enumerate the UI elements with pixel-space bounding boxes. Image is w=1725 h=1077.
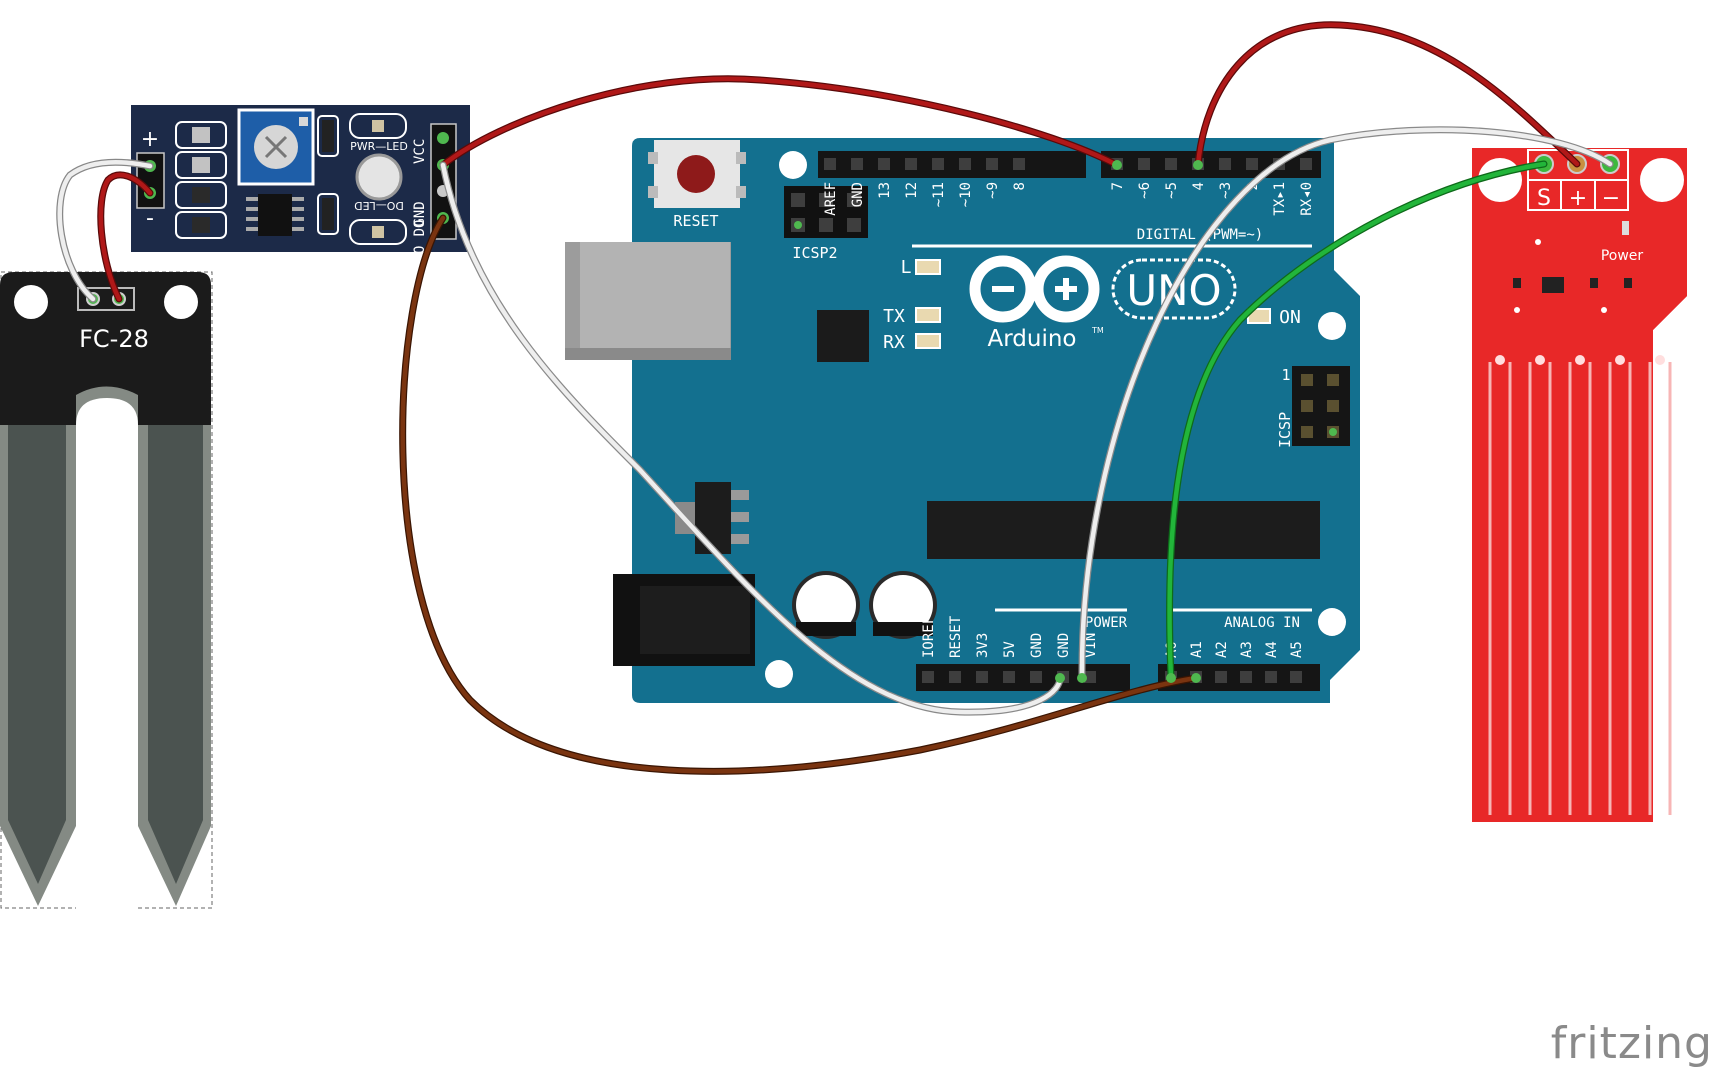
power-pin-hole	[976, 671, 988, 683]
digital-pin-label: ~6	[1137, 182, 1153, 199]
digital-pin-hole	[824, 158, 836, 170]
digital-pin-label: ~5	[1164, 182, 1180, 199]
led-tx-label: TX	[883, 306, 905, 327]
digital-pin-label: ~3	[1218, 182, 1234, 199]
soil-probe-label: FC-28	[79, 325, 149, 353]
power-pin-hole	[1030, 671, 1042, 683]
digital-section-label: DIGITAL (PWM=~)	[1137, 227, 1263, 243]
reset-label: RESET	[673, 212, 718, 230]
power-pin-label: RESET	[948, 615, 964, 658]
water-trace-pad	[1655, 355, 1665, 365]
power-pin-hole	[949, 671, 961, 683]
water-trace-pad	[1575, 355, 1585, 365]
water-pin-s-label: S	[1537, 186, 1551, 211]
digital-pin-hole	[878, 158, 890, 170]
wires	[56, 21, 1614, 775]
pin-do-label: DO	[412, 220, 428, 237]
digital-pin-hole	[959, 158, 971, 170]
digital-pin-label: ~10	[958, 182, 974, 207]
digital-pin-label: 7	[1110, 182, 1126, 190]
module-minus-label: -	[146, 206, 154, 231]
capacitor-2	[869, 571, 937, 639]
power-pin-label: GND	[1056, 633, 1072, 658]
digital-pin-hole	[932, 158, 944, 170]
digital-pin-label: 13	[877, 182, 893, 199]
icsp2-label: ICSP2	[792, 244, 837, 262]
water-level-sensor: S + − Power	[1472, 148, 1687, 822]
analog-pin-label: A5	[1289, 641, 1305, 658]
digital-pin-hole	[1013, 158, 1025, 170]
digital-pin-hole	[905, 158, 917, 170]
arduino-brand-label: Arduino	[987, 326, 1076, 352]
analog-pin-hole	[1290, 671, 1302, 683]
analog-pin-label: A4	[1264, 641, 1280, 658]
analog-section-label: ANALOG IN	[1224, 615, 1300, 631]
arduino-logo: UNO Arduino TM	[969, 255, 1237, 352]
power-section-label: POWER	[1085, 615, 1128, 631]
led-rx-label: RX	[883, 332, 905, 353]
water-pin-plus-label: +	[1569, 186, 1587, 211]
power-pin-hole	[1003, 671, 1015, 683]
analog-pin-label: A1	[1189, 641, 1205, 658]
digital-pin-hole	[1165, 158, 1177, 170]
do-led-label: DO—LED	[354, 199, 404, 212]
digital-pin-hole	[1219, 158, 1231, 170]
water-power-label: Power	[1601, 248, 1644, 264]
water-sensor-traces	[1488, 355, 1672, 815]
soil-probe: FC-28	[0, 271, 213, 930]
digital-pin-hole	[851, 158, 863, 170]
digital-pin-hole	[1138, 158, 1150, 170]
led-l-label: L	[901, 257, 912, 278]
digital-pin-label: ~11	[931, 182, 947, 207]
arduino-tm-label: TM	[1091, 326, 1104, 335]
water-trace-pad	[1535, 355, 1545, 365]
analog-pin-label: A3	[1239, 641, 1255, 658]
analog-pin-hole	[1265, 671, 1277, 683]
digital-pin-label: 8	[1012, 182, 1028, 190]
capacitor-1	[792, 571, 860, 639]
module-plus-label: +	[141, 127, 159, 152]
power-pin-hole	[922, 671, 934, 683]
pwr-led-label: PWR—LED	[350, 140, 408, 153]
power-pin-label: 5V	[1002, 641, 1018, 658]
digital-pin-label: 12	[904, 182, 920, 199]
power-pin-label: IOREF	[921, 616, 937, 658]
power-pin-label: 3V3	[975, 633, 991, 658]
digital-pin-label: RX◂0	[1299, 182, 1315, 216]
icsp-pin1-label: 1	[1281, 366, 1290, 384]
water-pin-minus-label: −	[1602, 186, 1620, 211]
digital-pin-label: 4	[1191, 182, 1207, 190]
analog-pin-hole	[1215, 671, 1227, 683]
digital-pin-label: ~9	[985, 182, 1001, 199]
digital-pin-label: TX▸1	[1272, 182, 1288, 216]
led-on-label: ON	[1279, 307, 1301, 328]
analog-pin-hole	[1240, 671, 1252, 683]
arduino-uno: RESET ICSP2 AREF GND 13 12 ~11 ~10 ~9 8 7 ~6 ~5 4 ~3…	[565, 138, 1360, 703]
power-pin-hole	[1084, 671, 1096, 683]
power-pin-label: GND	[1029, 633, 1045, 658]
pin-gnd-label: GND	[412, 201, 428, 226]
water-trace-pad	[1495, 355, 1505, 365]
digital-pin-label: GND	[850, 182, 866, 207]
water-trace-pad	[1615, 355, 1625, 365]
digital-pin-label: AREF	[823, 182, 839, 216]
analog-pin-label: A2	[1214, 641, 1230, 658]
power-pin-labels: IOREF RESET 3V3 5V GND GND VIN	[921, 615, 1099, 658]
pin-vcc-label: VCC	[412, 139, 428, 164]
icsp-label: ICSP	[1276, 412, 1294, 448]
sensor-module: + -	[131, 105, 470, 262]
digital-pin-hole	[1300, 158, 1312, 170]
power-pin-label: VIN	[1083, 633, 1099, 658]
digital-pin-hole	[1246, 158, 1258, 170]
fritzing-watermark: fritzing	[1550, 1018, 1713, 1069]
digital-pin-hole	[986, 158, 998, 170]
